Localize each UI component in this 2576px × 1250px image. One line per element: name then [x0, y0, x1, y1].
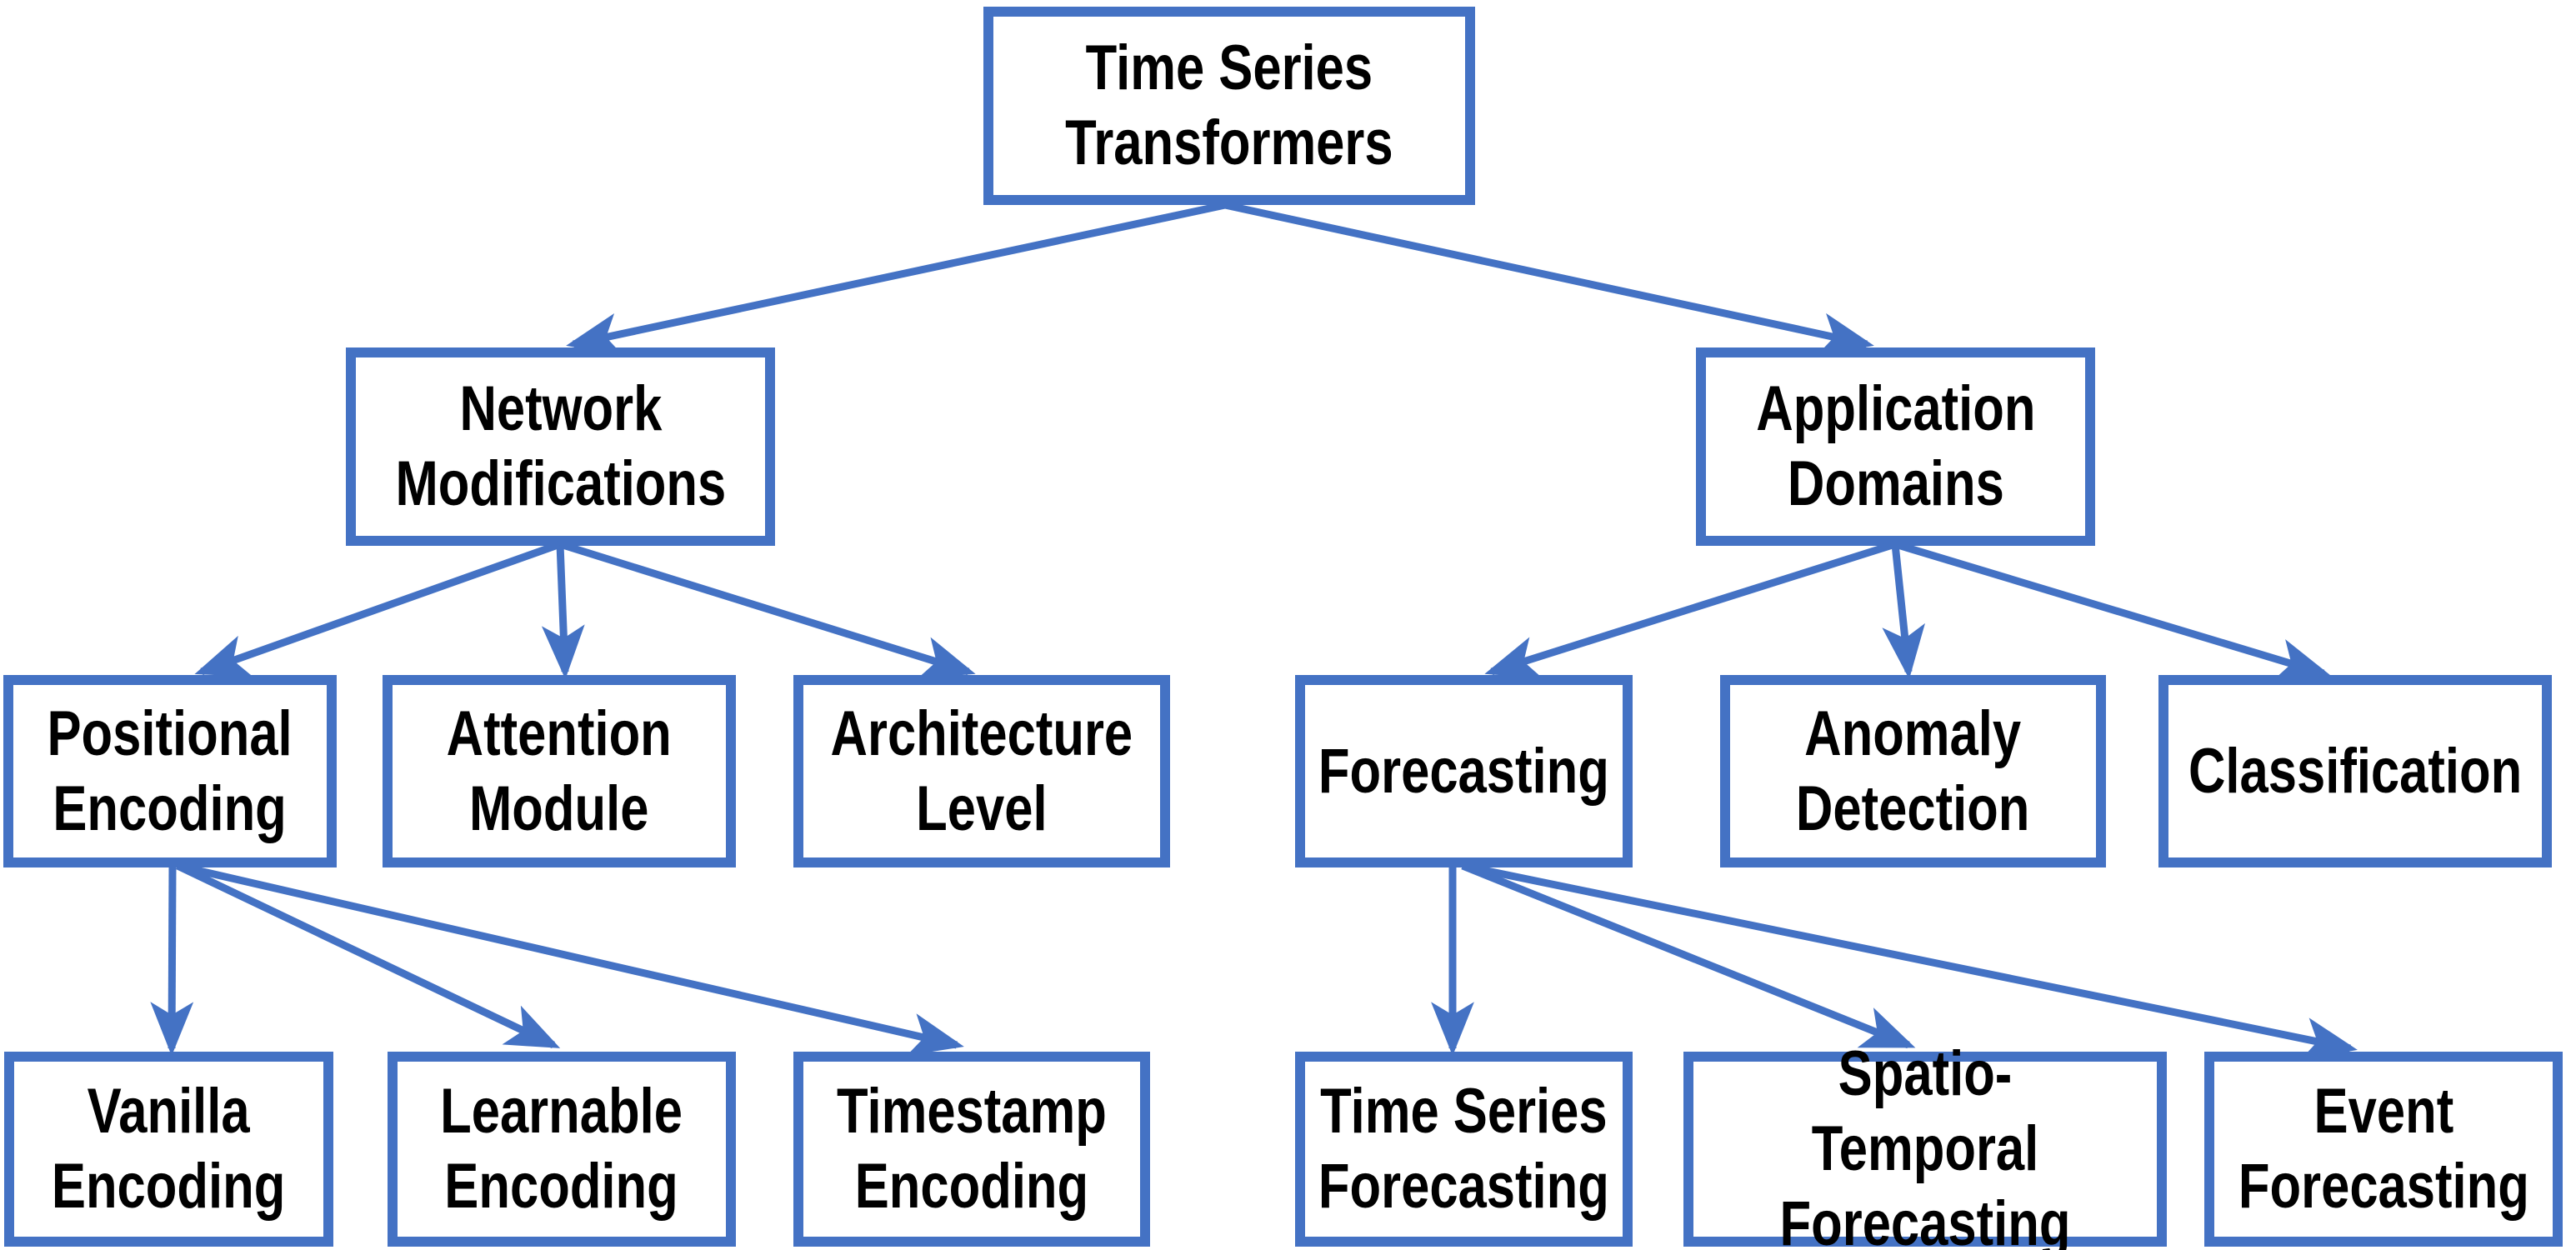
node-classification-label: Classification: [2188, 735, 2523, 807]
node-spatio-temporal-forecasting: Spatio-Temporal Forecasting: [1683, 1038, 2167, 1250]
node-anomaly-detection: Anomaly Detection: [1720, 675, 2106, 868]
node-time-series-forecasting: Time Series Forecasting: [1295, 1052, 1633, 1247]
node-application-domains-label: Application Domains: [1755, 373, 2036, 519]
node-time-series-forecasting-label: Time Series Forecasting: [1318, 1076, 1609, 1222]
node-positional-encoding-label: Positional Encoding: [47, 698, 293, 844]
edge-positional-encoding-to-timestamp-encoding: [176, 862, 964, 1056]
node-attention-module-label: Attention Module: [446, 698, 673, 844]
edge-root-to-network-modifications: [566, 201, 1226, 356]
node-application-domains: Application Domains: [1696, 348, 2095, 546]
node-learnable-encoding: Learnable Encoding: [388, 1052, 736, 1247]
node-network-modifications: Network Modifications: [346, 348, 775, 546]
node-positional-encoding: Positional Encoding: [3, 675, 337, 868]
edge-application-domains-to-anomaly-detection: [1882, 543, 1925, 680]
edge-forecasting-to-event-forecasting: [1462, 862, 2358, 1061]
node-vanilla-encoding-label: Vanilla Encoding: [52, 1076, 286, 1222]
node-architecture-level: Architecture Level: [793, 675, 1170, 868]
edge-application-domains-to-classification: [1893, 540, 2331, 681]
node-network-modifications-label: Network Modifications: [395, 373, 726, 519]
node-event-forecasting: Event Forecasting: [2204, 1052, 2563, 1247]
edge-forecasting-to-spatio-temporal-forecasting: [1461, 862, 1916, 1049]
node-time-series-transformers-label: Time Series Transformers: [1065, 32, 1393, 178]
edge-network-modifications-to-architecture-level: [558, 540, 976, 679]
node-timestamp-encoding-label: Timestamp Encoding: [837, 1076, 1107, 1222]
edge-root-to-application-domains: [1224, 201, 1874, 356]
node-anomaly-detection-label: Anomaly Detection: [1796, 698, 2030, 844]
node-event-forecasting-label: Event Forecasting: [2238, 1076, 2529, 1222]
node-architecture-level-label: Architecture Level: [830, 698, 1133, 844]
node-timestamp-encoding: Timestamp Encoding: [793, 1052, 1150, 1247]
edge-positional-encoding-to-learnable-encoding: [176, 862, 561, 1049]
node-learnable-encoding-label: Learnable Encoding: [440, 1076, 683, 1222]
edge-positional-encoding-to-vanilla-encoding: [150, 865, 194, 1057]
edge-network-modifications-to-attention-module: [541, 543, 585, 680]
node-forecasting-label: Forecasting: [1318, 735, 1609, 807]
edge-application-domains-to-forecasting: [1484, 540, 1897, 678]
node-spatio-temporal-forecasting-label: Spatio-Temporal Forecasting: [1779, 1038, 2071, 1250]
node-vanilla-encoding: Vanilla Encoding: [4, 1052, 333, 1247]
node-attention-module: Attention Module: [383, 675, 736, 868]
node-forecasting: Forecasting: [1295, 675, 1633, 868]
node-time-series-transformers: Time Series Transformers: [983, 7, 1475, 205]
edge-network-modifications-to-positional-encoding: [194, 540, 562, 677]
node-classification: Classification: [2158, 675, 2552, 868]
